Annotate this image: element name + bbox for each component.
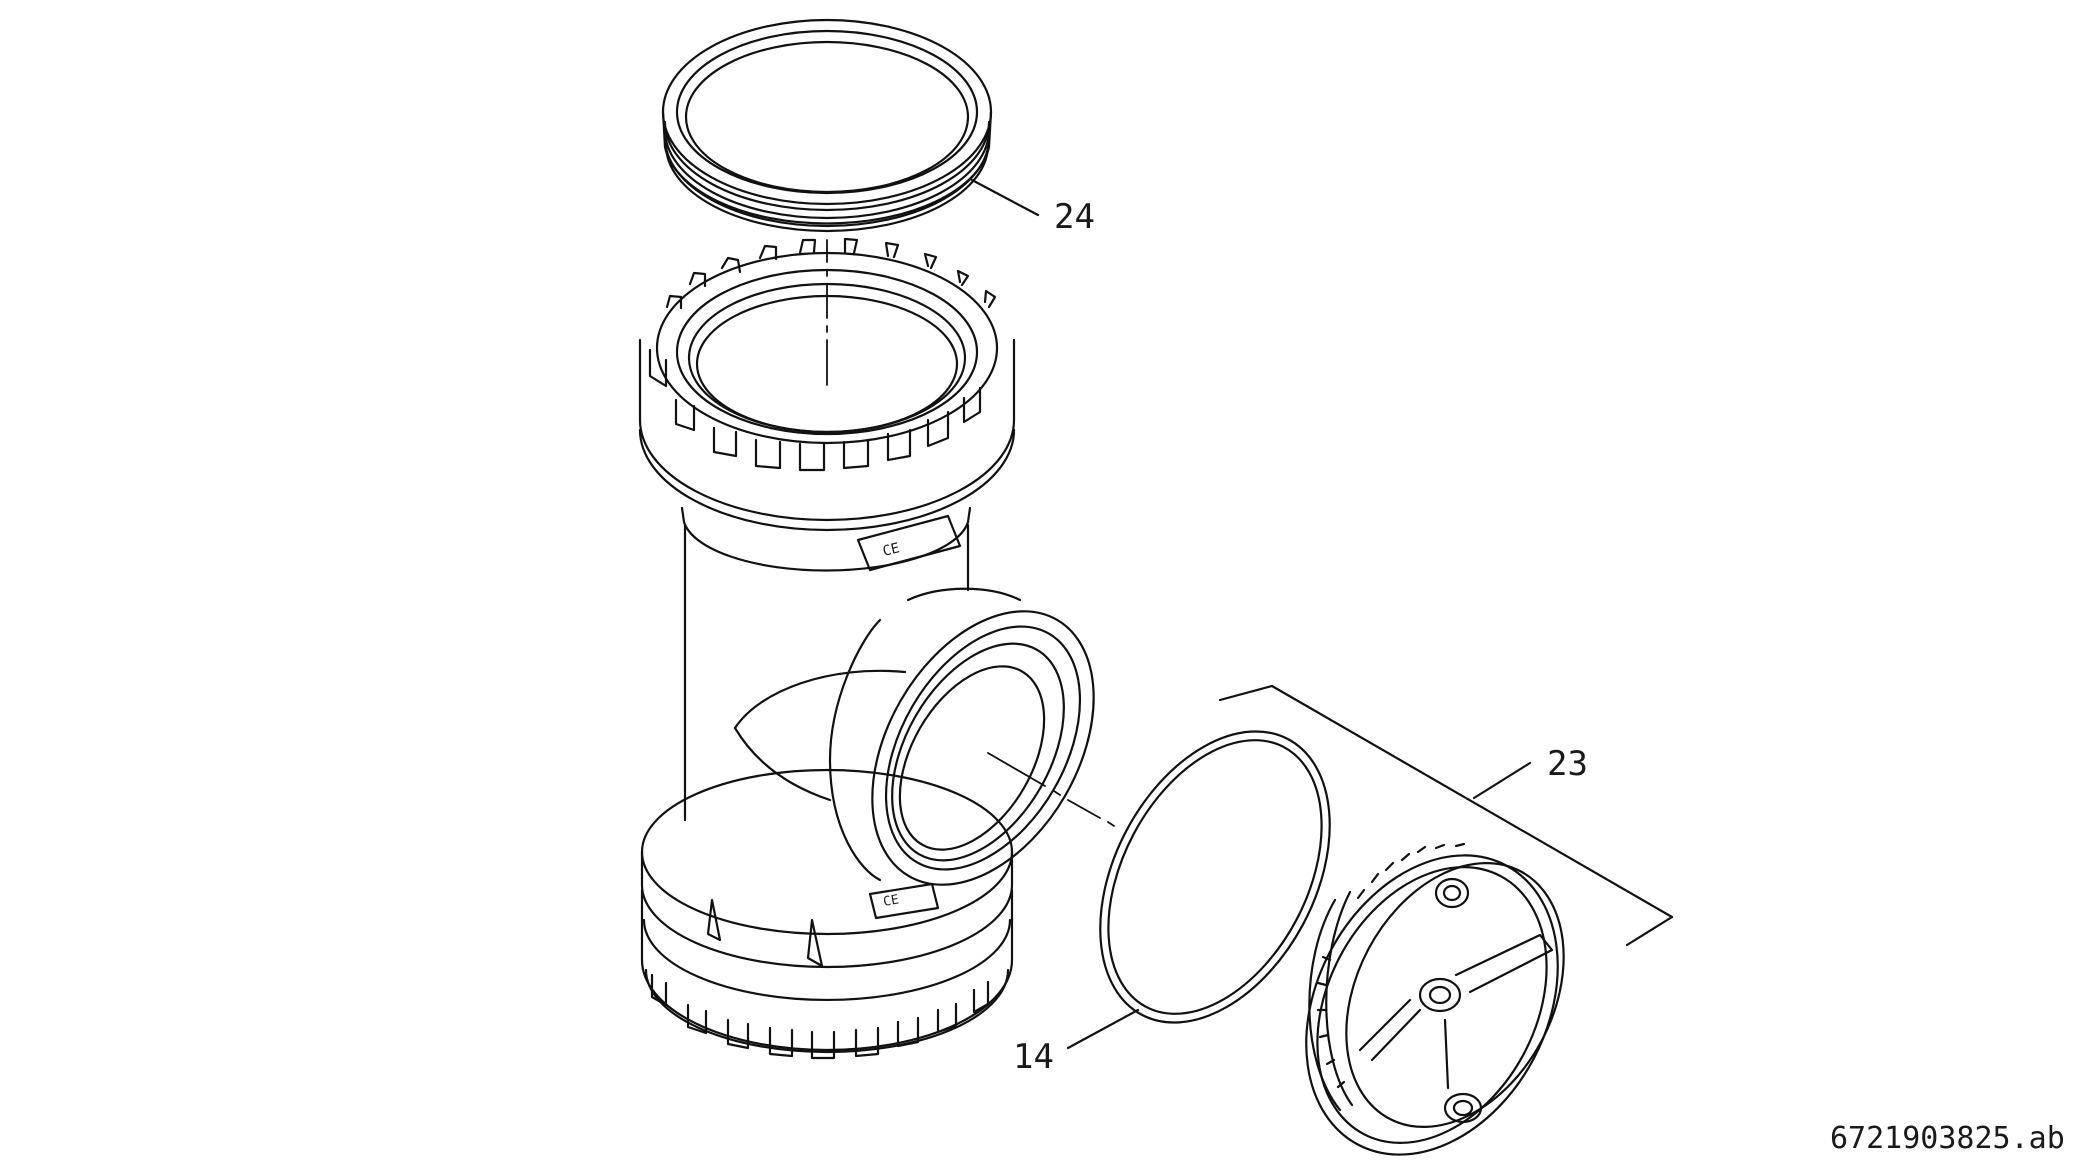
tee-fitting-body: CE: [638, 237, 1095, 1060]
leader-line-24: [970, 178, 1040, 217]
seal-ring-part: [661, 18, 993, 233]
leader-line-14: [1066, 1008, 1140, 1050]
drawing-number: 6721903825.ab: [1830, 1121, 2065, 1156]
svg-text:CE: CE: [881, 540, 901, 560]
callout-label-23: 23: [1547, 744, 1588, 784]
center-axis-diagonal: [987, 752, 1115, 827]
bracket-23: [1218, 684, 1674, 947]
svg-text:CE: CE: [882, 892, 900, 909]
cleanout-cover-part: [1305, 842, 1565, 1156]
callout-label-14: 14: [1013, 1037, 1054, 1077]
callout-label-24: 24: [1054, 197, 1095, 237]
o-ring-part: [1099, 730, 1331, 1024]
